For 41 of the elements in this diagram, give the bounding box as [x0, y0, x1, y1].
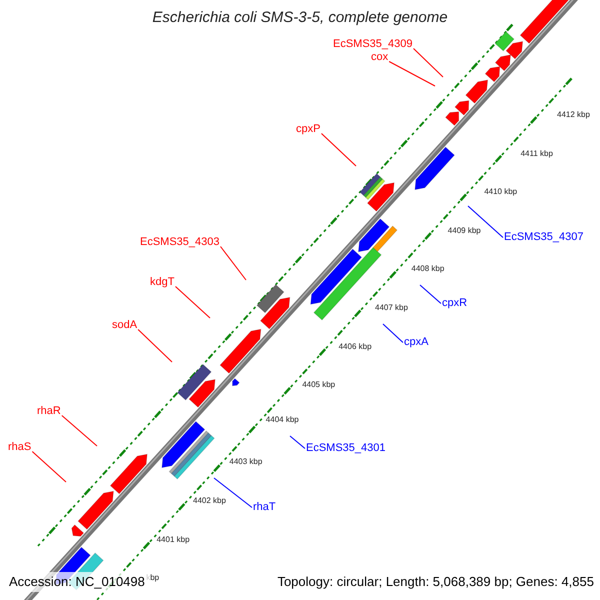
leader-line	[61, 415, 98, 446]
gene-label: rhaS	[8, 441, 32, 454]
tick-label: 4404 kbp	[266, 414, 299, 425]
gene-label: rhaT	[253, 501, 276, 514]
leader-line	[220, 246, 246, 280]
leader-line	[388, 61, 436, 86]
gene-label: kdgT	[150, 276, 174, 289]
gene-label: rhaR	[37, 405, 61, 418]
leader-line	[290, 436, 306, 449]
gene-label: cox	[371, 51, 388, 64]
tick-label: 4409 kbp	[448, 226, 481, 236]
gene-label: cpxR	[442, 297, 468, 310]
tick-label: 4412 kbp	[557, 110, 590, 120]
tick-label: 4406 kbp	[338, 342, 372, 352]
gene-label: EcSMS35_4301	[306, 442, 386, 455]
title: Escherichia coli SMS-3-5, complete genome	[151, 8, 449, 28]
leader-line	[382, 324, 404, 343]
leader-line	[32, 451, 66, 482]
tick-label: 4411 kbp	[520, 148, 553, 159]
tick-label: 4403 kbp	[229, 457, 262, 468]
gene-label: cpxA	[404, 336, 428, 349]
leader-line	[174, 286, 210, 318]
tick-label: 4407 kbp	[375, 303, 408, 313]
leader-line	[320, 133, 356, 166]
leader-line	[214, 478, 252, 508]
tick-label: kbp	[146, 573, 160, 584]
leader-line	[138, 329, 172, 362]
tick-label: 4410 kbp	[484, 187, 518, 198]
genome-stats-text: Topology: circular; Length: 5,068,389 bp; Genes: 4,855	[277, 573, 594, 591]
tick-label: 4401 kbp	[156, 534, 190, 545]
leader-line	[420, 284, 442, 304]
leader-line	[468, 206, 504, 238]
gene-label: EcSMS35_4303	[140, 236, 220, 249]
gene-label: EcSMS35_4307	[504, 231, 584, 244]
gene-label: EcSMS35_4309	[333, 38, 412, 51]
gene-label: cpxP	[296, 123, 320, 136]
tick-label: 4402 kbp	[193, 496, 226, 506]
tick-label: 4405 kbp	[302, 380, 336, 390]
leader-line	[413, 48, 444, 78]
gene-label: sodA	[112, 319, 138, 332]
tick-label: 4408 kbp	[411, 264, 444, 274]
